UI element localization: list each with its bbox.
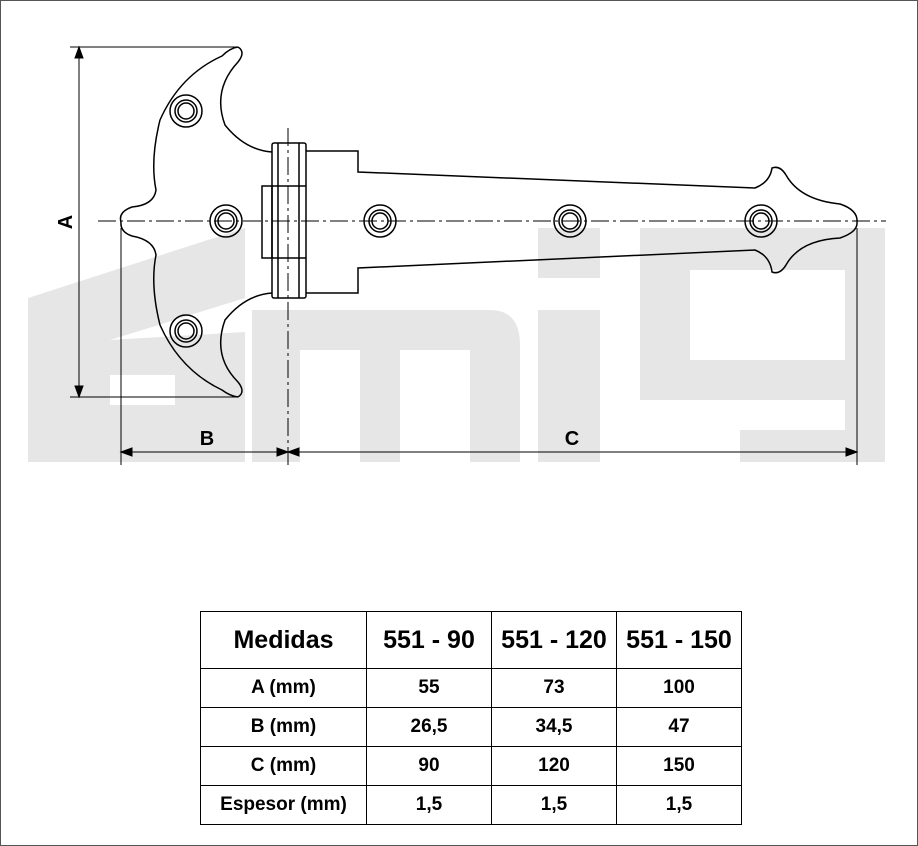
right-strap-lower: [306, 221, 858, 294]
left-leaf-upper-inner: [219, 46, 273, 153]
table-row: B (mm) 26,5 34,5 47: [200, 707, 742, 747]
left-leaf-upper: [119, 46, 239, 223]
table-row: C (mm) 90 120 150: [200, 746, 742, 786]
table-cell: Espesor (mm): [200, 785, 367, 825]
left-leaf-lower: [120, 221, 239, 398]
watermark-letter-m: [252, 310, 520, 462]
table-header-cell: 551 - 150: [616, 611, 742, 669]
screw-hole-icon: [169, 94, 203, 128]
watermark-letter-a: [28, 228, 245, 462]
dimension-label-c: C: [565, 428, 579, 450]
table-cell: B (mm): [200, 707, 367, 747]
table-cell: 55: [366, 668, 492, 708]
table-cell: 1,5: [491, 785, 617, 825]
table-cell: 34,5: [491, 707, 617, 747]
dimension-label-b: B: [200, 428, 214, 450]
table-cell: 73: [491, 668, 617, 708]
table-cell: C (mm): [200, 746, 367, 786]
table-cell: 47: [616, 707, 742, 747]
table-cell: 1,5: [366, 785, 492, 825]
screw-hole-icon: [169, 314, 203, 348]
hinge-knuckle-inner: [261, 185, 273, 259]
right-strap-upper: [306, 150, 858, 223]
watermark-letter-i-stem: [538, 310, 600, 462]
table-header-cell: 551 - 90: [366, 611, 492, 669]
hinge-outline: [119, 46, 858, 398]
table-cell: 26,5: [366, 707, 492, 747]
table-header-row: Medidas 551 - 90 551 - 120 551 - 150: [200, 611, 742, 669]
watermark-letter-g: [640, 228, 885, 462]
table-cell: 120: [491, 746, 617, 786]
center-lines: [98, 128, 886, 465]
table-row: A (mm) 55 73 100: [200, 668, 742, 708]
table-cell: A (mm): [200, 668, 367, 708]
left-leaf-lower-inner: [219, 292, 273, 398]
table-cell: 90: [366, 746, 492, 786]
table-cell: 1,5: [616, 785, 742, 825]
table-header-cell: Medidas: [200, 611, 367, 669]
watermark-letter-i-dot: [538, 228, 600, 278]
dimension-lines: [70, 45, 859, 465]
table-row: Espesor (mm) 1,5 1,5 1,5: [200, 785, 742, 825]
table-header-cell: 551 - 120: [491, 611, 617, 669]
measurements-table: Medidas 551 - 90 551 - 120 551 - 150 A (…: [200, 611, 742, 825]
dimension-label-a: A: [55, 215, 77, 229]
table-cell: 100: [616, 668, 742, 708]
watermark-logo: [28, 228, 885, 462]
table-cell: 150: [616, 746, 742, 786]
